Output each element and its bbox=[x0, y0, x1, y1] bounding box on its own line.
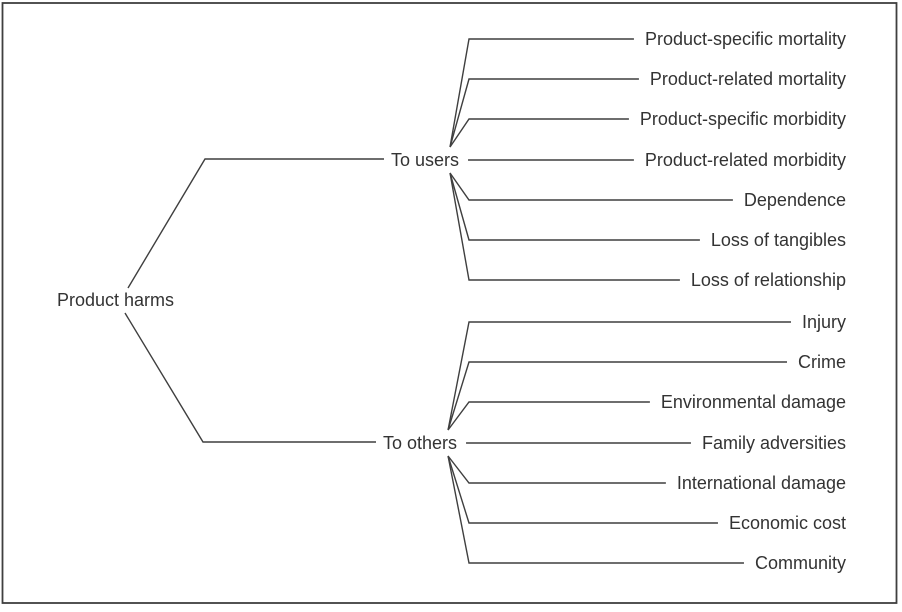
leaf-label-injury: Injury bbox=[802, 312, 846, 332]
leaf-label-loss-of-relationship: Loss of relationship bbox=[691, 270, 846, 290]
branch-label-to-others: To others bbox=[383, 433, 457, 453]
connector-line bbox=[449, 172, 680, 281]
connector-line bbox=[447, 455, 718, 524]
leaf-label-family-adversities: Family adversities bbox=[702, 433, 846, 453]
connector-line bbox=[449, 172, 733, 201]
connector-line bbox=[124, 312, 376, 443]
connector-line bbox=[447, 401, 650, 431]
leaf-label-international-damage: International damage bbox=[677, 473, 846, 493]
connector-line bbox=[447, 455, 666, 484]
leaf-label-environmental-damage: Environmental damage bbox=[661, 392, 846, 412]
branch-label-to-users: To users bbox=[391, 150, 459, 170]
connector-line bbox=[449, 38, 634, 148]
connector-line bbox=[449, 78, 639, 148]
leaf-label-dependence: Dependence bbox=[744, 190, 846, 210]
connector-line bbox=[447, 361, 787, 431]
connector-lines bbox=[124, 38, 791, 564]
leaf-label-community: Community bbox=[755, 553, 846, 573]
leaf-label-product-related-morbidity: Product-related morbidity bbox=[645, 150, 846, 170]
leaf-label-crime: Crime bbox=[798, 352, 846, 372]
connector-line bbox=[127, 158, 384, 289]
connector-line bbox=[447, 321, 791, 431]
connector-line bbox=[449, 118, 629, 148]
leaf-label-product-specific-mortality: Product-specific mortality bbox=[645, 29, 846, 49]
leaf-label-product-specific-morbidity: Product-specific morbidity bbox=[640, 109, 846, 129]
root-label: Product harms bbox=[57, 290, 174, 310]
figure-border bbox=[1, 2, 898, 604]
leaf-label-economic-cost: Economic cost bbox=[729, 513, 846, 533]
connector-line bbox=[447, 455, 744, 564]
connector-line bbox=[449, 172, 700, 241]
leaf-label-loss-of-tangibles: Loss of tangibles bbox=[711, 230, 846, 250]
leaf-label-product-related-mortality: Product-related mortality bbox=[650, 69, 846, 89]
